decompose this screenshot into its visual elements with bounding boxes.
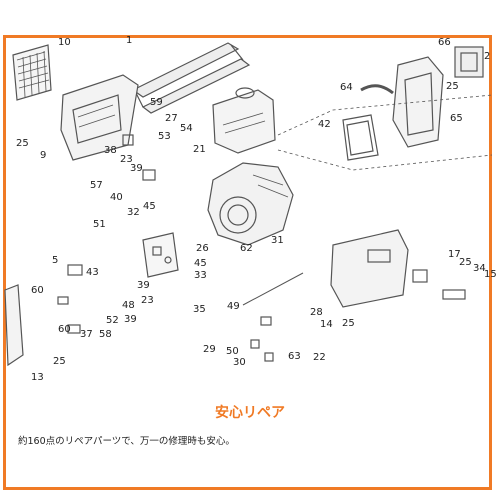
callout: 45: [143, 201, 156, 212]
carry-handle: [360, 84, 394, 95]
left-cover-panel: [60, 74, 139, 161]
callout: 25: [53, 356, 66, 367]
callout: 54: [180, 123, 193, 134]
callout: 38: [104, 145, 117, 156]
callout: 33: [194, 270, 207, 281]
orange-frame: [3, 35, 492, 490]
callout: 15: [484, 269, 497, 280]
callout: 27: [165, 113, 178, 124]
control-panel: [142, 232, 179, 278]
callout: 50: [226, 346, 239, 357]
callout: 25: [342, 318, 355, 329]
callout: 39: [137, 280, 150, 291]
callout: 62: [240, 243, 253, 254]
callout: 21: [193, 144, 206, 155]
rod: [242, 272, 304, 306]
callout: 60: [31, 285, 44, 296]
callout: 52: [106, 315, 119, 326]
callout: 34: [473, 263, 486, 274]
callout: 26: [196, 243, 209, 254]
engine: [207, 162, 294, 246]
callout: 42: [318, 119, 331, 130]
callout: 45: [194, 258, 207, 269]
callout: 25: [459, 257, 472, 268]
small-part: [260, 316, 272, 326]
caption-text: 約160点のリペアパーツで、万一の修理時も安心。: [18, 436, 235, 447]
small-part: [122, 134, 134, 146]
callout: 43: [86, 267, 99, 278]
callout: 29: [203, 344, 216, 355]
small-part: [250, 339, 260, 349]
leader-line: [277, 149, 492, 171]
callout: 66: [438, 37, 451, 48]
callout: 53: [158, 131, 171, 142]
callout: 13: [31, 372, 44, 383]
right-side-cover: [330, 229, 409, 308]
callout: 5: [52, 255, 59, 266]
callout: 65: [450, 113, 463, 124]
callout: 32: [127, 207, 140, 218]
small-part: [67, 324, 81, 334]
callout: 39: [124, 314, 137, 325]
callout: 25: [16, 138, 29, 149]
callout: 37: [80, 329, 93, 340]
leader-line: [277, 94, 492, 136]
exploded-parts-diagram: [4, 42, 492, 367]
callout: 64: [340, 82, 353, 93]
fuel-tank: [212, 87, 276, 154]
callout: 51: [93, 219, 106, 230]
callout: 14: [320, 319, 333, 330]
left-frame-bottom: [4, 284, 24, 367]
small-part: [57, 296, 69, 305]
small-part: [142, 169, 156, 181]
callout: 35: [193, 304, 206, 315]
grille-panel: [12, 44, 52, 101]
callout: 23: [141, 295, 154, 306]
callout: 40: [110, 192, 123, 203]
callout: 23: [120, 154, 133, 165]
small-part: [264, 352, 274, 362]
callout: 1: [126, 35, 133, 46]
callout: 28: [310, 307, 323, 318]
callout: 9: [40, 150, 47, 161]
callout: 58: [99, 329, 112, 340]
callout: 31: [271, 235, 284, 246]
callout: 39: [130, 163, 143, 174]
callout: 17: [448, 249, 461, 260]
small-part: [412, 269, 428, 283]
callout: 48: [122, 300, 135, 311]
section-heading: 安心リペア: [215, 405, 285, 421]
small-part: [67, 264, 83, 276]
callout: 2: [484, 51, 491, 62]
callout: 22: [313, 352, 326, 363]
gasket-frame: [342, 114, 379, 161]
callout: 60: [58, 324, 71, 335]
callout: 10: [58, 37, 71, 48]
exhaust-grille: [454, 46, 484, 78]
callout: 30: [233, 357, 246, 368]
callout: 57: [90, 180, 103, 191]
small-part: [442, 289, 466, 300]
callout: 25: [446, 81, 459, 92]
callout: 59: [150, 97, 163, 108]
callout: 63: [288, 351, 301, 362]
callout: 49: [227, 301, 240, 312]
